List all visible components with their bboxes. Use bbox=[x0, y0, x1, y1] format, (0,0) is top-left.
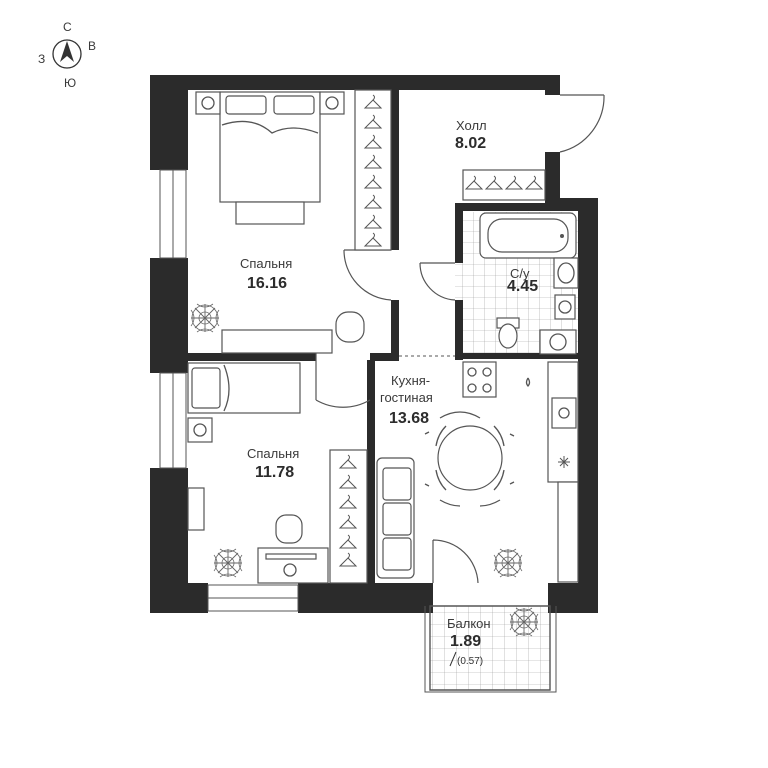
nightstand-bedroom2 bbox=[187, 417, 213, 443]
hall-furniture bbox=[462, 169, 546, 201]
toilet bbox=[498, 323, 518, 349]
plant-icon bbox=[509, 607, 539, 637]
windows bbox=[159, 169, 299, 612]
dining-table bbox=[437, 425, 503, 491]
hall-rack bbox=[462, 169, 546, 201]
wardrobe-bedroom2 bbox=[329, 449, 368, 584]
desk-bedroom1 bbox=[221, 329, 333, 354]
bedroom1-name: Спальня bbox=[240, 256, 292, 271]
compass-south: Ю bbox=[64, 76, 76, 90]
tall-cabinet bbox=[557, 481, 579, 583]
compass: С В Ю З bbox=[38, 20, 96, 90]
balcony-name: Балкон bbox=[447, 616, 491, 631]
bedroom2-area: 11.78 bbox=[255, 464, 294, 481]
bedroom1-area: 16.16 bbox=[247, 275, 287, 292]
shelf bbox=[187, 487, 205, 531]
kitchen-area: 13.68 bbox=[389, 410, 429, 427]
washing-machine bbox=[554, 294, 576, 320]
kitchen-sink bbox=[551, 397, 577, 429]
chair-bedroom2 bbox=[275, 514, 303, 544]
kitchen-name-line1: Кухня- bbox=[391, 373, 430, 388]
doors bbox=[315, 94, 605, 584]
bedroom1-furniture bbox=[190, 89, 392, 354]
hall-name: Холл bbox=[456, 118, 487, 133]
plant-icon bbox=[493, 548, 523, 578]
compass-east: В bbox=[88, 39, 96, 53]
bedroom2-furniture bbox=[187, 362, 368, 584]
nightstand-left bbox=[195, 91, 221, 115]
hall-area: 8.02 bbox=[455, 135, 486, 152]
balcony bbox=[424, 605, 557, 693]
cooktop bbox=[462, 361, 497, 398]
kitchen-furniture bbox=[376, 361, 579, 583]
kitchen-name-line2: гостиная bbox=[380, 390, 433, 405]
bench bbox=[235, 201, 305, 225]
bathroom-fixtures bbox=[479, 212, 579, 355]
compass-arrow-icon bbox=[60, 41, 74, 62]
bedroom2-name: Спальня bbox=[247, 446, 299, 461]
balcony-reduced-area: (0.57) bbox=[457, 656, 483, 667]
room-labels: Холл 8.02 Спальня 16.16 С/у 4.45 Кухня- … bbox=[240, 118, 538, 667]
compass-west: З bbox=[38, 52, 45, 66]
bathroom-area: 4.45 bbox=[507, 278, 538, 295]
compass-ring bbox=[52, 39, 82, 69]
compass-north: С bbox=[63, 20, 72, 34]
chair-bedroom1 bbox=[335, 311, 365, 343]
wardrobe-bedroom1 bbox=[354, 89, 392, 251]
bathroom-name: С/у bbox=[510, 266, 530, 281]
plant-icon bbox=[190, 303, 220, 333]
interior-walls bbox=[186, 90, 580, 583]
balcony-area: 1.89 bbox=[450, 633, 481, 650]
outer-walls bbox=[150, 75, 598, 613]
plant-icon bbox=[213, 548, 243, 578]
nightstand-right bbox=[319, 91, 345, 115]
